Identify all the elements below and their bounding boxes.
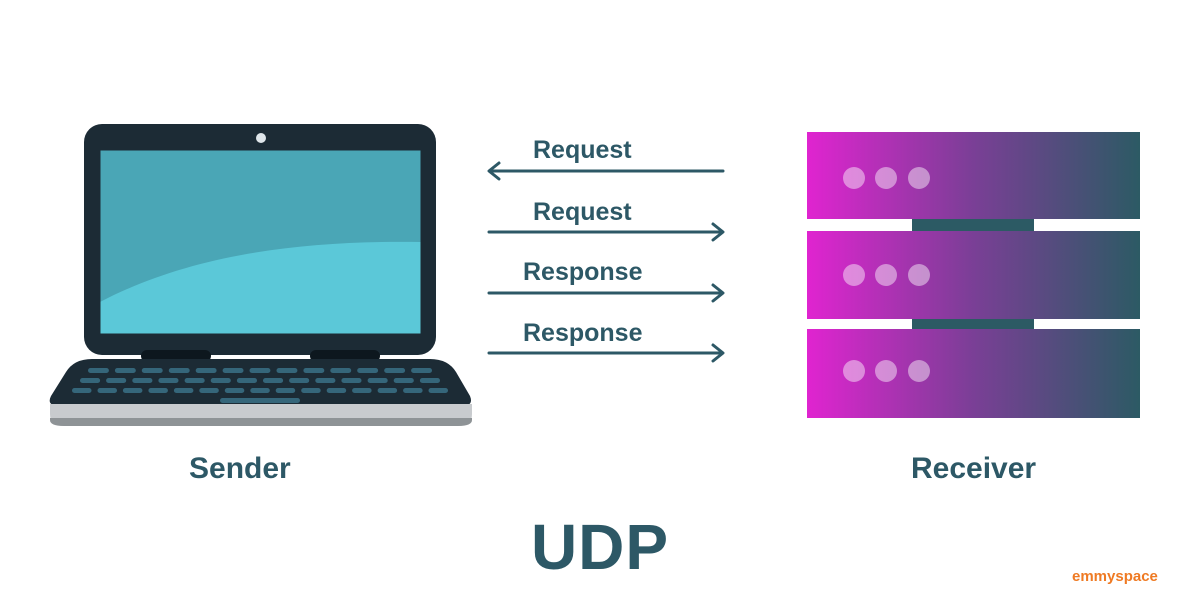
keyboard-key bbox=[377, 388, 398, 393]
keyboard-key bbox=[403, 388, 423, 393]
watermark: emmyspace bbox=[1072, 568, 1158, 585]
keyboard-key bbox=[88, 368, 109, 373]
keyboard-key bbox=[341, 378, 362, 383]
arrow-request-right bbox=[487, 222, 725, 242]
keyboard-key bbox=[249, 368, 271, 373]
keyboard-key bbox=[393, 378, 414, 383]
laptop-screen-glare bbox=[100, 150, 421, 302]
keyboard-key bbox=[148, 388, 168, 393]
arrow-label-response-right-2: Response bbox=[523, 319, 643, 347]
keyboard-key bbox=[72, 388, 92, 393]
keyboard-key bbox=[326, 388, 347, 393]
keyboard-key bbox=[384, 368, 406, 373]
keyboard-key bbox=[222, 368, 244, 373]
keyboard-key bbox=[184, 378, 205, 383]
keyboard-key bbox=[173, 388, 194, 393]
server-unit-1 bbox=[807, 132, 1140, 219]
keyboard-key bbox=[276, 368, 298, 373]
arrow-response-right-2 bbox=[487, 343, 725, 363]
keyboard-key bbox=[250, 388, 270, 393]
keyboard-key bbox=[330, 368, 352, 373]
keyboard-key bbox=[168, 368, 190, 373]
laptop-keyboard bbox=[72, 368, 448, 393]
diagram-title: UDP bbox=[530, 511, 670, 583]
server-connector-2 bbox=[912, 318, 1034, 330]
keyboard-key bbox=[199, 388, 219, 393]
keyboard-key bbox=[132, 378, 153, 383]
server-unit-2 bbox=[807, 231, 1140, 319]
keyboard-key bbox=[419, 378, 440, 383]
server-unit-3 bbox=[807, 329, 1140, 418]
keyboard-key bbox=[301, 388, 321, 393]
keyboard-key bbox=[367, 378, 388, 383]
keyboard-key bbox=[315, 378, 336, 383]
keyboard-key bbox=[411, 368, 432, 373]
keyboard-key bbox=[303, 368, 325, 373]
server-rack-icon bbox=[807, 132, 1140, 418]
keyboard-key bbox=[158, 378, 179, 383]
keyboard-key bbox=[352, 388, 372, 393]
arrow-label-request-left: Request bbox=[533, 136, 632, 164]
keyboard-key bbox=[428, 388, 448, 393]
keyboard-key bbox=[210, 378, 231, 383]
arrow-label-request-right: Request bbox=[533, 198, 632, 226]
arrow-response-right-1 bbox=[487, 283, 725, 303]
keyboard-key bbox=[289, 378, 310, 383]
keyboard-key bbox=[275, 388, 296, 393]
server-indicator-lights bbox=[843, 167, 930, 382]
receiver-label: Receiver bbox=[911, 452, 1037, 485]
laptop-trackpad bbox=[220, 398, 300, 403]
keyboard-key bbox=[236, 378, 257, 383]
keyboard-key bbox=[141, 368, 163, 373]
keyboard-key bbox=[357, 368, 379, 373]
sender-label: Sender bbox=[189, 452, 291, 485]
keyboard-key bbox=[224, 388, 245, 393]
arrow-request-left bbox=[487, 161, 725, 181]
laptop-camera bbox=[256, 133, 266, 143]
keyboard-key bbox=[195, 368, 217, 373]
arrow-label-response-right-1: Response bbox=[523, 258, 643, 286]
keyboard-key bbox=[122, 388, 143, 393]
keyboard-key bbox=[263, 378, 284, 383]
keyboard-key bbox=[97, 388, 117, 393]
keyboard-key bbox=[80, 378, 101, 383]
keyboard-key bbox=[114, 368, 136, 373]
server-connector-1 bbox=[912, 218, 1034, 232]
keyboard-key bbox=[106, 378, 127, 383]
